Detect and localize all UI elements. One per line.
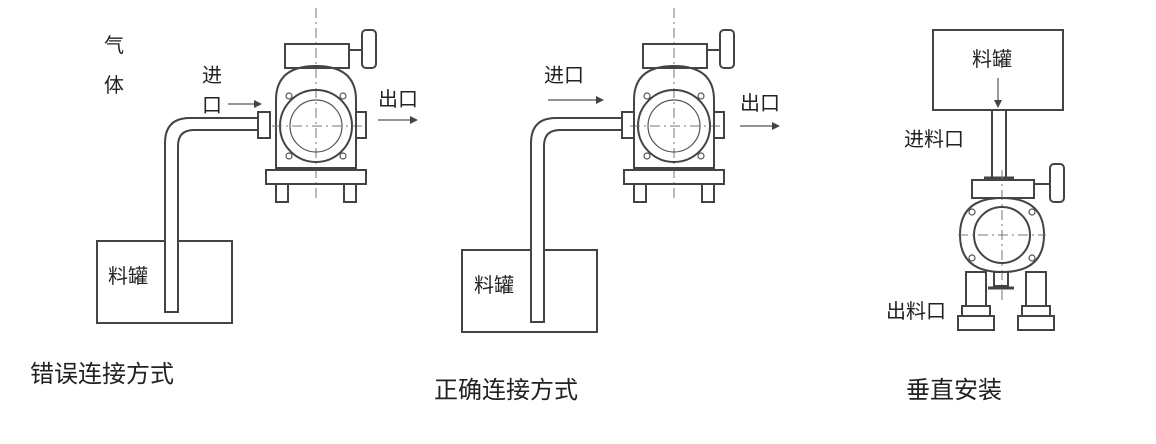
wrong-outlet-arrow-icon bbox=[378, 116, 418, 124]
wrong-suction-pipe bbox=[164, 117, 259, 313]
vertical-pump bbox=[957, 163, 1065, 331]
wrong-connection-panel: 料罐 气 体 进 口 bbox=[30, 8, 418, 388]
vertical-install-panel: 料罐 进料口 bbox=[886, 29, 1065, 404]
right-caption: 正确连接方式 bbox=[434, 376, 578, 404]
wrong-inlet-label-1: 进 bbox=[202, 63, 222, 87]
wrong-outlet-label: 出口 bbox=[378, 87, 418, 111]
vertical-tank-label: 料罐 bbox=[972, 47, 1012, 71]
wrong-tank-label: 料罐 bbox=[108, 264, 148, 288]
right-pump bbox=[621, 8, 735, 203]
vertical-outlet-label: 出料口 bbox=[886, 299, 946, 323]
wrong-gas-label-1: 气 bbox=[104, 33, 124, 57]
right-inlet-label: 进口 bbox=[544, 63, 584, 87]
wrong-inlet-arrow-icon bbox=[228, 100, 262, 108]
right-tank bbox=[461, 249, 598, 333]
right-connection-panel: 料罐 进口 出口 bbox=[434, 8, 780, 404]
right-suction-pipe bbox=[530, 117, 623, 323]
vertical-feed-pipe bbox=[991, 109, 1007, 179]
vertical-inlet-label: 进料口 bbox=[904, 127, 964, 151]
wrong-inlet-label-2: 口 bbox=[202, 93, 222, 117]
right-outlet-arrow-icon bbox=[740, 122, 780, 130]
right-inlet-arrow-icon bbox=[548, 96, 604, 104]
right-outlet-label: 出口 bbox=[740, 91, 780, 115]
wrong-caption: 错误连接方式 bbox=[30, 360, 174, 388]
vertical-caption: 垂直安装 bbox=[906, 376, 1002, 404]
wrong-pump bbox=[257, 8, 377, 203]
right-tank-label: 料罐 bbox=[474, 273, 514, 297]
wrong-gas-label-2: 体 bbox=[104, 73, 124, 97]
